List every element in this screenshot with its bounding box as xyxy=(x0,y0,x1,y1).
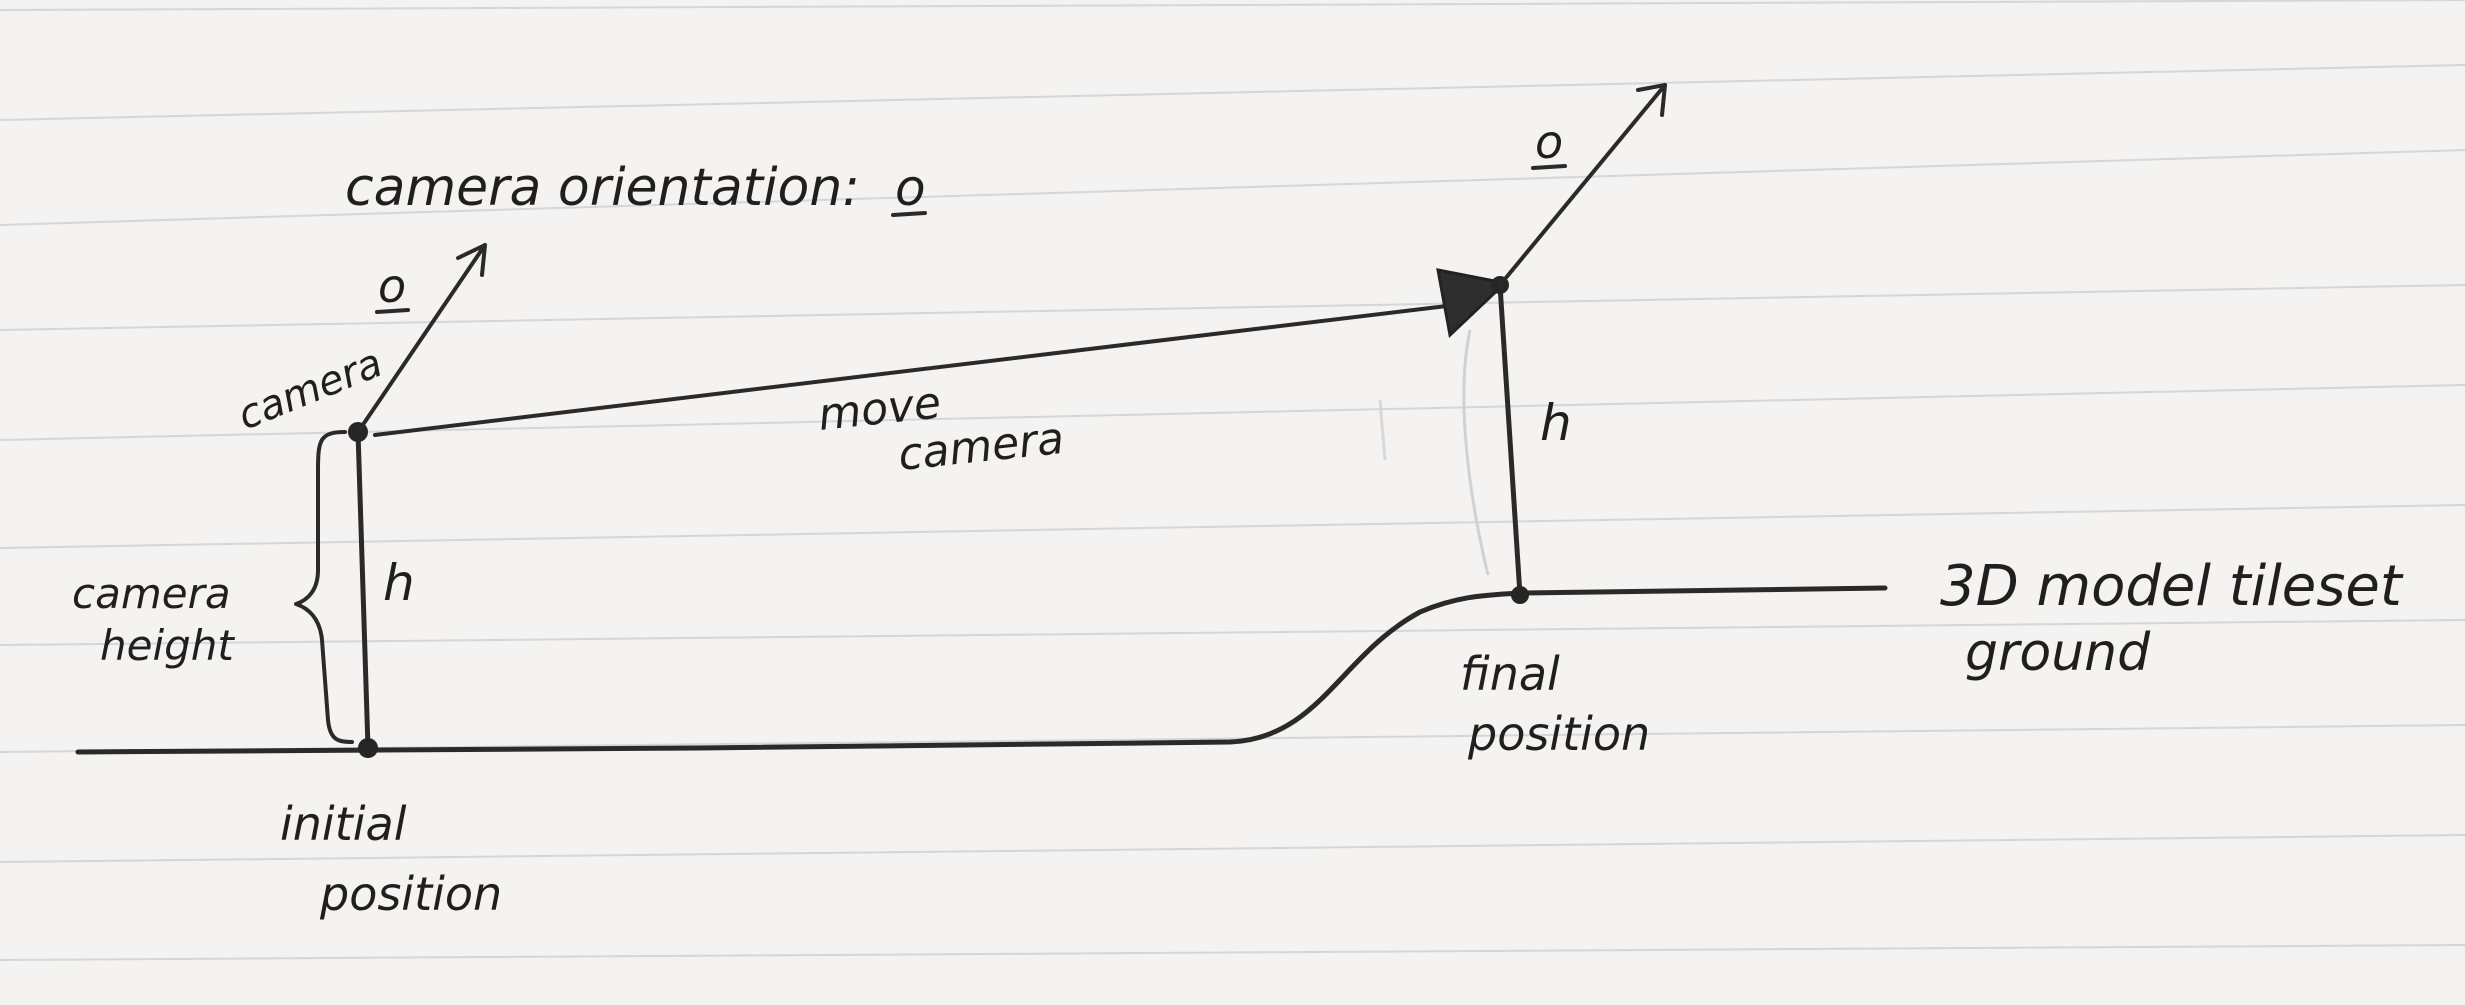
final-orientation-arrow xyxy=(1498,83,1667,287)
ground-label-line2: ground xyxy=(1965,623,2151,683)
move-camera-line xyxy=(373,303,1457,437)
initial-orientation-arrow xyxy=(356,243,487,434)
final-orientation-symbol-underline xyxy=(1531,164,1567,170)
camera-orientation-symbol: o xyxy=(378,259,406,313)
initial-height-h-label: h xyxy=(383,554,415,612)
final-orientation-symbol: o xyxy=(1535,115,1563,169)
orientation-symbol-label: o xyxy=(895,159,926,217)
camera-orientation-label: camera orientation: xyxy=(345,158,860,218)
final-height-line xyxy=(1497,282,1523,598)
final-position-dot xyxy=(1511,586,1529,604)
ground-label-line1: 3D model tileset xyxy=(1940,554,2404,619)
camera-height-brace xyxy=(294,430,354,744)
faint-guide-mark xyxy=(1462,329,1490,576)
camera-height-label-line2: height xyxy=(100,621,235,670)
final-height-h-label: h xyxy=(1540,394,1572,452)
ground-line xyxy=(75,585,1888,755)
faint-guide-mark-small xyxy=(1378,399,1387,461)
initial-position-label-line1: initial xyxy=(280,797,407,851)
initial-position-dot xyxy=(358,738,378,758)
initial-position-label-line2: position xyxy=(319,867,502,921)
final-camera-arrowhead xyxy=(1436,268,1509,338)
camera-orientation-symbol-underline xyxy=(375,308,410,314)
camera-height-label-line1: camera xyxy=(72,569,231,618)
final-position-label-line2: position xyxy=(1467,707,1650,761)
final-position-label-line1: final xyxy=(1460,647,1560,701)
orientation-symbol-underline xyxy=(891,211,927,217)
ruled-lines xyxy=(0,0,2465,961)
initial-height-line xyxy=(355,429,371,751)
